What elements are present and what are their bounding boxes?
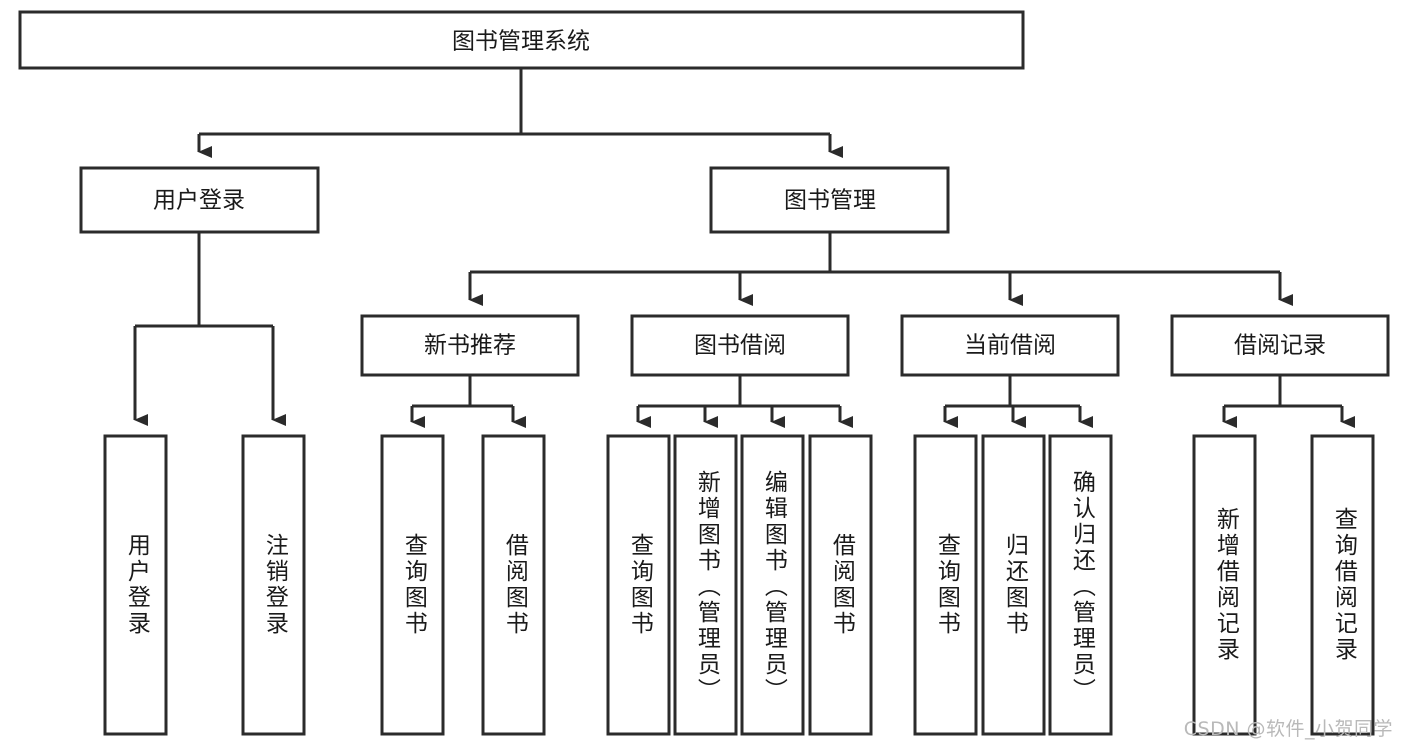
node-user-login-label: 用户登录: [153, 188, 245, 214]
leaf-box-book-borrow-2[interactable]: [673, 434, 738, 736]
node-current-borrow[interactable]: 当前借阅: [900, 314, 1120, 377]
leaf-box-book-borrow-3[interactable]: [740, 434, 805, 736]
node-borrow-record[interactable]: 借阅记录: [1170, 314, 1390, 377]
node-borrow-record-label: 借阅记录: [1234, 333, 1326, 359]
leaf-box-book-borrow-4[interactable]: [808, 434, 873, 736]
node-root-label: 图书管理系统: [452, 29, 590, 55]
node-root-book-management-system[interactable]: 图书管理系统: [18, 10, 1025, 70]
leaf-box-user-login-1[interactable]: [103, 434, 168, 736]
leaf-box-borrow-record-2[interactable]: [1310, 434, 1375, 736]
node-new-book-recommend[interactable]: 新书推荐: [360, 314, 580, 377]
leaf-box-current-borrow-3[interactable]: [1048, 434, 1113, 736]
leaf-box-user-login-2[interactable]: [241, 434, 306, 736]
leaf-box-new-book-2[interactable]: [481, 434, 546, 736]
leaf-boxes-layer: [103, 434, 1375, 736]
node-new-book-recommend-label: 新书推荐: [424, 333, 516, 359]
node-user-login[interactable]: 用户登录: [79, 166, 320, 234]
leaf-box-borrow-record-1[interactable]: [1192, 434, 1257, 736]
leaf-box-current-borrow-2[interactable]: [981, 434, 1046, 736]
node-book-management[interactable]: 图书管理: [709, 166, 950, 234]
node-book-borrow-label: 图书借阅: [694, 333, 786, 359]
leaf-box-book-borrow-1[interactable]: [606, 434, 671, 736]
node-book-management-label: 图书管理: [784, 188, 876, 214]
node-book-borrow[interactable]: 图书借阅: [630, 314, 850, 377]
csdn-watermark: CSDN @软件_小贺同学: [1183, 718, 1393, 740]
leaf-box-current-borrow-1[interactable]: [913, 434, 978, 736]
connectors-layer: [133, 68, 1355, 428]
node-current-borrow-label: 当前借阅: [964, 333, 1056, 359]
leaf-box-new-book-1[interactable]: [380, 434, 445, 736]
